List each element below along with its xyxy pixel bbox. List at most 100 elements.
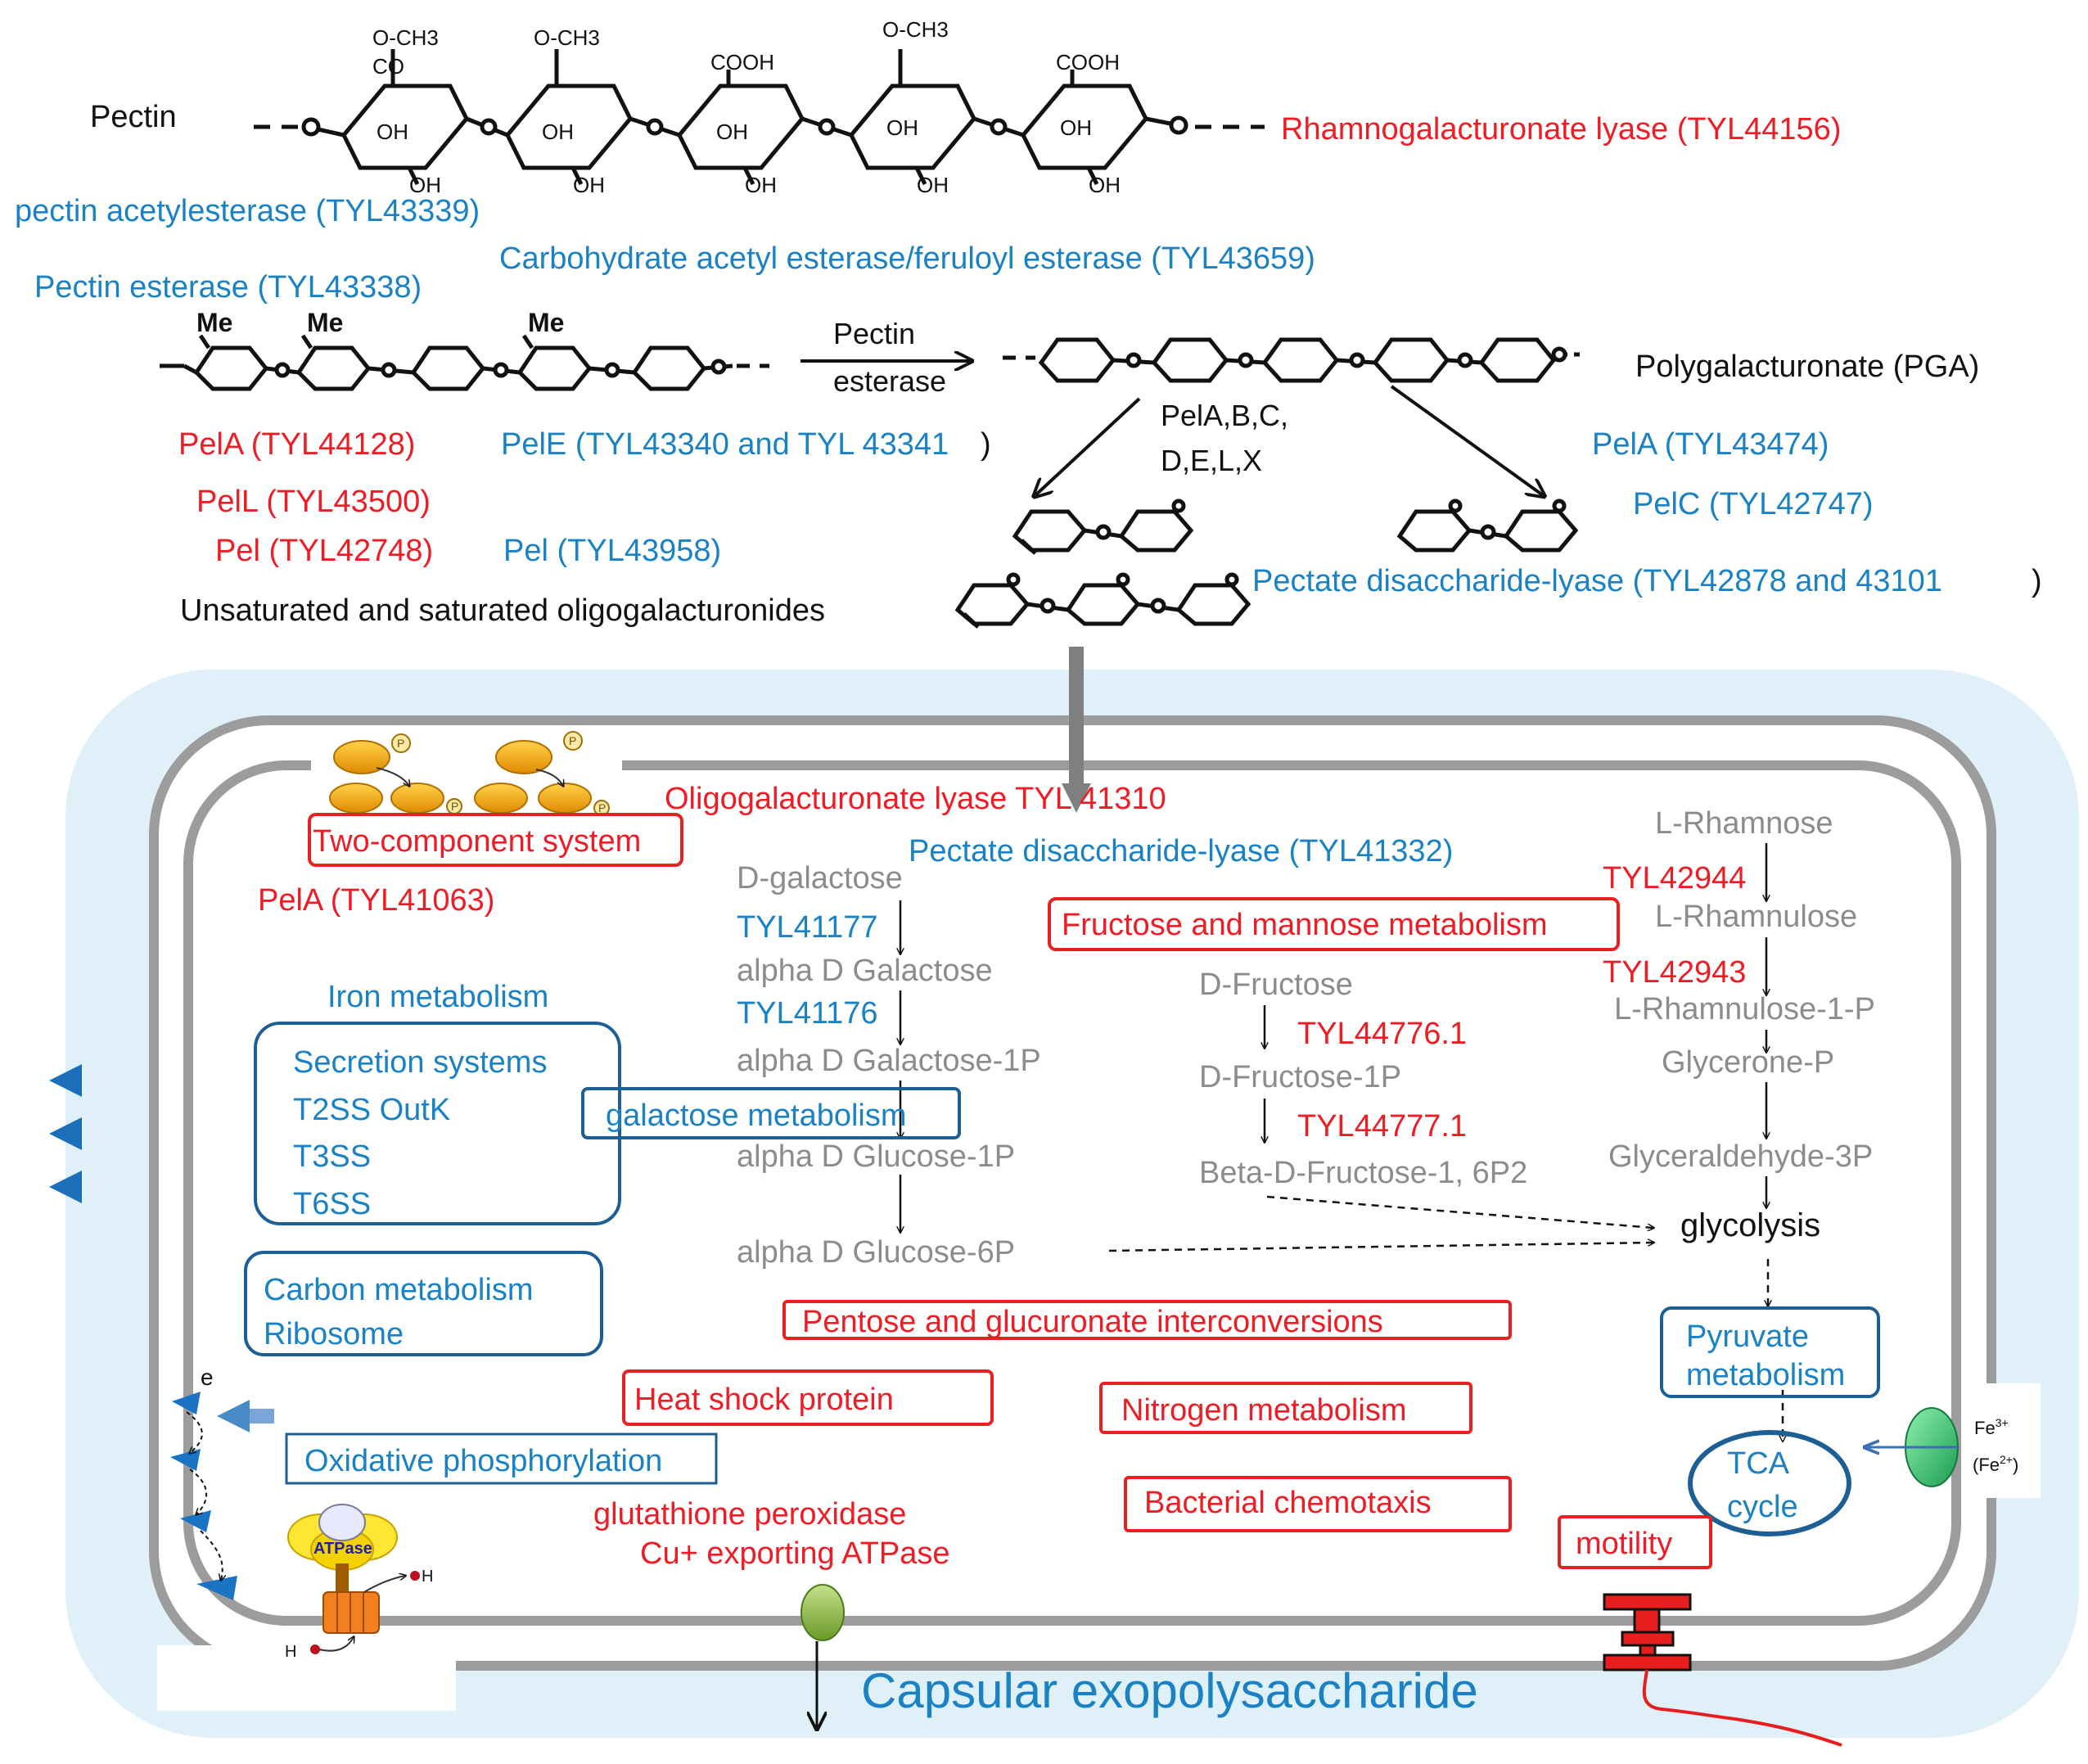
tyl44776-enzyme-label: TYL44776.1 <box>1297 1017 1467 1051</box>
ester-group-label: O-CH3 <box>534 25 600 50</box>
pel-42748-label: Pel (TYL42748) <box>215 534 433 568</box>
hydroxyl-label: OH <box>886 115 918 140</box>
rhamnogalacturonate-lyase-label: Rhamnogalacturonate lyase (TYL44156) <box>1281 112 1841 147</box>
flagellum-motor-icon <box>1603 1593 1842 1747</box>
glycerone-p-node: Glycerone-P <box>1662 1045 1834 1080</box>
bacterial-chemotaxis-box <box>1124 1476 1512 1532</box>
rhamnose-pathway: L-Rhamnose L-Rhamnulose L-Rhamnulose-1-P… <box>1608 806 1875 1174</box>
beta-d-fructose-node: Beta-D-Fructose-1, 6P2 <box>1199 1156 1527 1190</box>
hydroxyl-label: OH <box>377 120 408 144</box>
pectate-closing-paren: ) <box>2032 564 2042 598</box>
pyruvate-metabolism-label: metabolism <box>1686 1358 1845 1392</box>
secretion-systems-item: Secretion systems <box>293 1045 547 1080</box>
polygalacturonate-chain <box>1003 337 1580 383</box>
fructose-pathway: D-Fructose D-Fructose-1P Beta-D-Fructose… <box>1199 968 1527 1190</box>
tca-cycle-ellipse <box>1688 1430 1851 1536</box>
atpase-label: ATPase <box>313 1540 372 1558</box>
secretion-systems-item: T6SS <box>293 1187 371 1221</box>
tyl41176-enzyme-label: TYL41176 <box>737 996 878 1031</box>
oligogalacturonate-lyase-label: Oligogalacturonate lyase TYL 41310 <box>665 782 1166 816</box>
methylated-chain <box>160 334 769 391</box>
membrane-gap <box>1963 1383 2041 1498</box>
electron-label: e <box>201 1365 214 1390</box>
proton-label: H <box>285 1643 296 1661</box>
iron-metabolism-label: Iron metabolism <box>327 980 548 1014</box>
pell-label: PelL (TYL43500) <box>196 485 431 519</box>
glycolysis-label: glycolysis <box>1680 1207 1820 1243</box>
alpha-d-galactose-node: alpha D Galactose <box>737 954 993 988</box>
tyl42944-enzyme-label: TYL42944 <box>1603 861 1746 896</box>
pectin-esterase-label: Pectin esterase (TYL43338) <box>34 270 422 305</box>
d-fructose-node: D-Fructose <box>1199 968 1353 1002</box>
carboxyl-group-label: COOH <box>710 50 774 74</box>
methyl-label: Me <box>528 308 564 337</box>
phosphate-label: P <box>397 737 404 750</box>
pectin-acetylesterase-label: pectin acetylesterase (TYL43339) <box>15 194 480 228</box>
pyruvate-metabolism-box <box>1660 1306 1880 1398</box>
oxidative-phosphorylation-box <box>285 1432 718 1485</box>
galactose-pathway: D-galactose alpha D Galactose alpha D Ga… <box>737 861 1041 1270</box>
hydroxyl-label: OH <box>716 120 748 144</box>
two-component-system-box <box>308 813 683 867</box>
alpha-d-glucose-6p-node: alpha D Glucose-6P <box>737 1235 1015 1270</box>
hydroxyl-label: OH <box>409 173 441 197</box>
alpha-d-galactose-1p-node: alpha D Galactose-1P <box>737 1044 1041 1078</box>
pentose-glucuronate-label: Pentose and glucuronate interconversions <box>802 1305 1383 1339</box>
methyl-label: Me <box>307 308 343 337</box>
pentose-glucuronate-box <box>782 1300 1512 1340</box>
lyase-arrow-left <box>1035 397 1141 495</box>
tca-cycle-label: cycle <box>1727 1490 1798 1524</box>
pela-43474-label: PelA (TYL43474) <box>1592 427 1829 462</box>
phosphate-labels: P P P P <box>397 734 606 814</box>
alpha-d-glucose-1p-node: alpha D Glucose-1P <box>737 1139 1015 1174</box>
carbon-metabolism-label: Carbon metabolism <box>264 1273 533 1307</box>
l-rhamnose-node: L-Rhamnose <box>1655 806 1833 841</box>
tyl44777-enzyme-label: TYL44777.1 <box>1297 1109 1467 1144</box>
methyl-label: Me <box>196 308 232 337</box>
carbonyl-group-label: CO <box>372 54 404 79</box>
hydroxyl-label: OH <box>1060 115 1092 140</box>
membrane-gap <box>157 1645 456 1711</box>
proton-label: H <box>422 1568 433 1586</box>
methyl-labels: Me Me Me <box>196 308 564 337</box>
lyase-arrow-right <box>1390 385 1543 495</box>
fe3-label: Fe3+ <box>1974 1416 2009 1438</box>
bacterial-chemotaxis-label: Bacterial chemotaxis <box>1144 1486 1432 1520</box>
pele-label: PelE (TYL43340 and TYL 43341 <box>501 427 949 462</box>
ester-group-label: O-CH3 <box>372 25 439 50</box>
carbohydrate-acetyl-esterase-label: Carbohydrate acetyl esterase/feruloyl es… <box>499 241 1315 276</box>
oligomer-products <box>954 499 1579 629</box>
galactose-metabolism-label: galactose metabolism <box>606 1099 907 1133</box>
tyl41177-enzyme-label: TYL41177 <box>737 910 878 945</box>
pectate-disaccharide-lyase-cell-label: Pectate disaccharide-lyase (TYL41332) <box>909 834 1453 868</box>
l-rhamnulose-1p-node: L-Rhamnulose-1-P <box>1614 992 1875 1026</box>
pela-44128-label: PelA (TYL44128) <box>178 427 415 462</box>
motility-label: motility <box>1576 1527 1672 1561</box>
nitrogen-metabolism-box <box>1099 1382 1472 1434</box>
reaction-arrow-label-bottom: esterase <box>833 364 946 398</box>
pectin-label: Pectin <box>90 100 177 134</box>
secretion-systems-list: Secretion systems T2SS OutK T3SS T6SS <box>293 1045 547 1221</box>
l-rhamnulose-node: L-Rhamnulose <box>1655 900 1857 934</box>
galactose-metabolism-box <box>581 1087 961 1139</box>
cu-exporting-atpase-label: Cu+ exporting ATPase <box>640 1536 949 1571</box>
fe2-label: (Fe2+) <box>1973 1453 2018 1475</box>
hydroxyl-label: OH <box>917 173 949 197</box>
pga-label: Polygalacturonate (PGA) <box>1635 350 1979 384</box>
pel-list-line2: D,E,L,X <box>1161 444 1262 477</box>
pela-41063-label: PelA (TYL41063) <box>258 883 494 918</box>
hydroxyl-label: OH <box>542 120 574 144</box>
carbon-metabolism-box <box>244 1251 603 1356</box>
fructose-mannose-metabolism-label: Fructose and mannose metabolism <box>1062 908 1548 942</box>
nitrogen-metabolism-label: Nitrogen metabolism <box>1121 1393 1406 1428</box>
d-galactose-node: D-galactose <box>737 861 903 896</box>
carboxyl-group-label: COOH <box>1056 50 1120 74</box>
tyl42943-enzyme-label: TYL42943 <box>1603 955 1746 990</box>
oligogalacturonides-label: Unsaturated and saturated oligogalacturo… <box>180 593 825 628</box>
phosphate-label: P <box>569 734 576 747</box>
pel-list-line1: PelA,B,C, <box>1161 399 1288 432</box>
glyceraldehyde-3p-node: Glyceraldehyde-3P <box>1608 1139 1873 1174</box>
ribosome-label: Ribosome <box>264 1317 404 1351</box>
oxidative-phosphorylation-label: Oxidative phosphorylation <box>304 1444 662 1478</box>
